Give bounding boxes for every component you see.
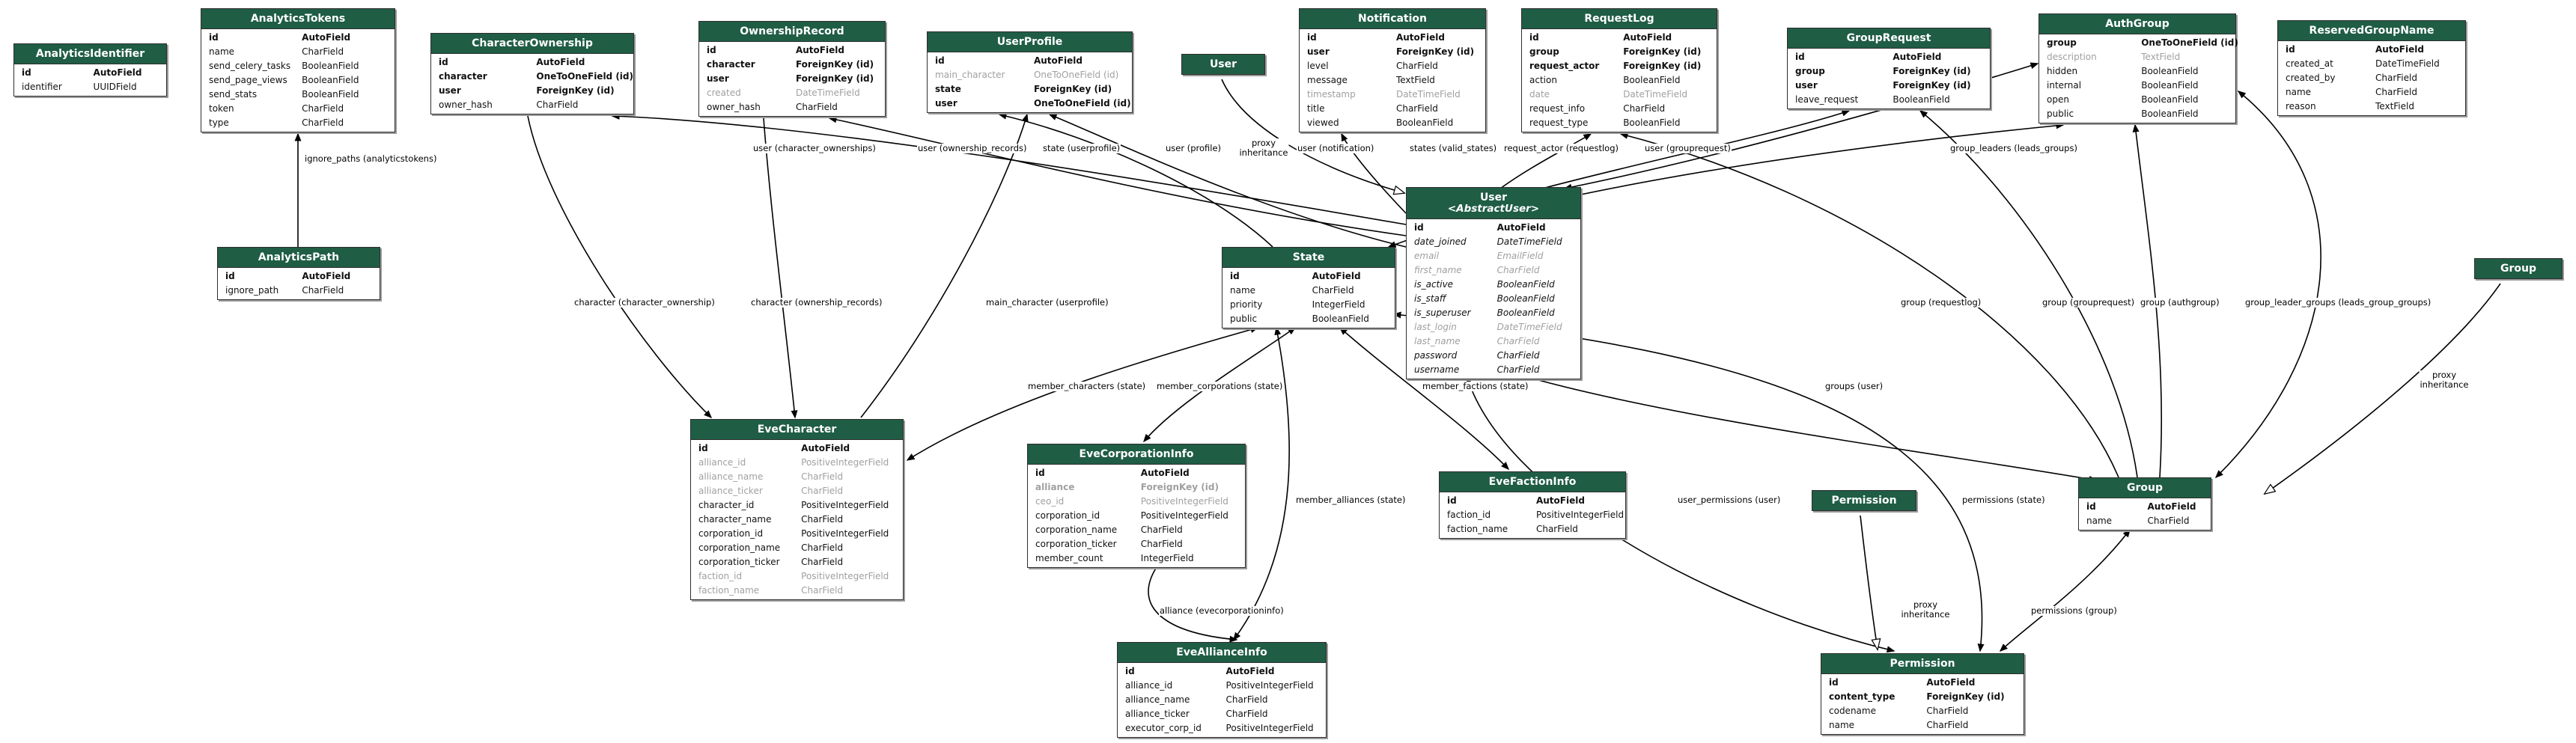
edge-label: alliance (evecorporationinfo) <box>1159 605 1285 616</box>
edge-label: proxy inheritance <box>1900 599 1951 620</box>
edge-user-ownership_records <box>828 116 1407 236</box>
edge-label: group (requestlog) <box>1900 297 1982 308</box>
edge-label: user (character_ownerships) <box>752 143 877 153</box>
edge-permissions-group <box>1999 528 2131 652</box>
edge-label: user_permissions (user) <box>1677 495 1782 505</box>
edge-member_characters <box>906 326 1259 461</box>
edge-label: group_leaders (leads_groups) <box>1949 143 2078 153</box>
edge-label: user (notification) <box>1297 143 1375 153</box>
edge-label: group (authgroup) <box>2140 297 2220 308</box>
edge-member_factions <box>1339 327 1510 471</box>
edge-user-profile <box>1048 114 1407 248</box>
edge-label: member_alliances (state) <box>1295 495 1407 505</box>
edge-label: permissions (state) <box>1961 495 2046 505</box>
edge-label: user (ownership_records) <box>917 143 1028 153</box>
edge-user_permissions <box>1466 376 1896 653</box>
edge-label: group (grouprequest) <box>2041 297 2136 308</box>
edge-label: states (valid_states) <box>1409 143 1498 153</box>
edge-group-grouprequest <box>1919 110 2138 478</box>
edge-group_leader_groups <box>2214 91 2321 479</box>
edge-main_character-userprofile <box>860 113 1029 418</box>
edge-group_leaders-leads_groups <box>1563 62 2039 191</box>
edge-label: group_leader_groups (leads_group_groups) <box>2244 297 2432 308</box>
edge-proxy-user <box>1221 79 1404 193</box>
edge-groups-user <box>1503 369 2098 483</box>
edge-label: member_characters (state) <box>1027 381 1147 391</box>
edge-label: character (character_ownership) <box>573 297 716 308</box>
edge-user-character_ownerships <box>611 112 1407 225</box>
edge-label: permissions (group) <box>2030 605 2118 616</box>
edge-character-ownershiprecords <box>763 117 798 419</box>
edge-label: state (userprofile) <box>1042 143 1121 153</box>
edge-proxy-permission <box>1860 515 1878 649</box>
edge-label: member_corporations (state) <box>1156 381 1284 391</box>
edge-group-authgroup <box>2132 123 2163 478</box>
edge-label: proxy inheritance <box>1238 138 1289 158</box>
edge-character-characterownership <box>527 115 713 419</box>
edge-state-userprofile <box>998 112 1273 248</box>
edge-label: request_actor (requestlog) <box>1503 143 1619 153</box>
edge-label: user (grouprequest) <box>1644 143 1732 153</box>
edge-alliance-evecorporationinfo <box>1148 566 1238 643</box>
edge-label: ignore_paths (analyticstokens) <box>304 153 438 164</box>
edge-label: main_character (userprofile) <box>985 297 1109 308</box>
edge-member_alliances <box>1233 326 1290 641</box>
edge-proxy-group <box>2265 283 2501 494</box>
edge-label: groups (user) <box>1824 381 1884 391</box>
edge-label: character (ownership_records) <box>750 297 883 308</box>
edge-label: user (profile) <box>1165 143 1222 153</box>
edge-permissions-state <box>1392 311 1985 652</box>
edge-label: proxy inheritance <box>2419 370 2470 390</box>
edge-label: member_factions (state) <box>1422 381 1529 391</box>
